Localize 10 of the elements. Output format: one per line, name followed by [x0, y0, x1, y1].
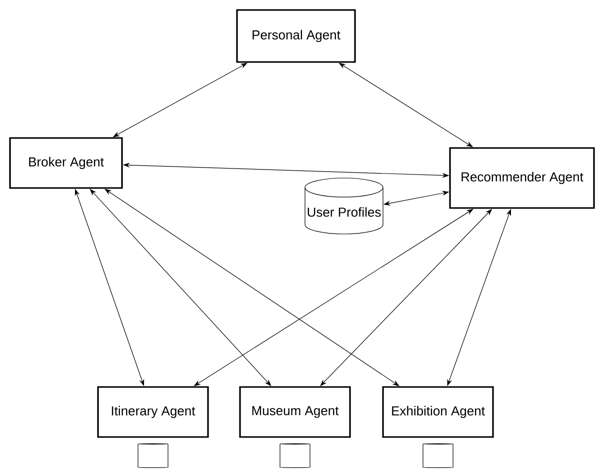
agent-box: Broker Agent	[9, 137, 123, 189]
agent-box: Personal Agent	[236, 9, 356, 63]
database-cylinder: User Profiles	[304, 178, 384, 234]
agent-box: Recommender Agent	[449, 147, 595, 209]
agent-box: Itinerary Agent	[97, 386, 209, 438]
database-cylinder	[138, 443, 168, 468]
database-cylinder	[280, 443, 310, 468]
agent-box: Exhibition Agent	[382, 386, 494, 438]
agent-box: Museum Agent	[239, 386, 351, 438]
database-cylinder	[422, 443, 454, 468]
